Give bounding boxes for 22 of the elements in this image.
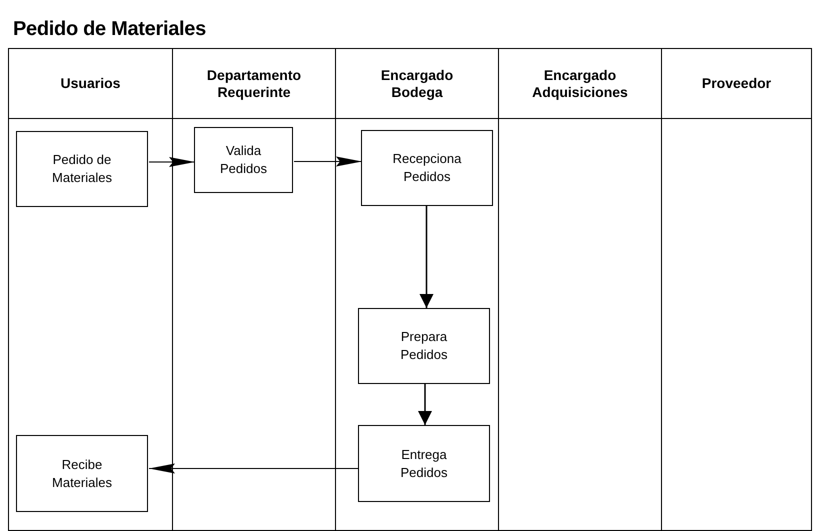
swimlane [661,48,812,531]
arrow [148,157,196,167]
arrow [420,206,434,308]
swimlane [8,48,173,531]
arrow [148,464,360,474]
process-box: Entrega Pedidos [358,425,490,502]
lane-header: Usuarios [9,49,172,119]
lane-header: Departamento Requerinte [173,49,335,119]
lane-header: Proveedor [662,49,811,119]
process-box: Recibe Materiales [16,435,148,512]
swimlane [335,48,499,531]
process-box: Pedido de Materiales [16,131,148,207]
process-box: Valida Pedidos [194,127,293,193]
arrow [294,156,362,166]
lane-header: Encargado Bodega [336,49,498,119]
swimlane [172,48,336,531]
swimlane [498,48,662,531]
diagram-title: Pedido de Materiales [13,18,206,41]
process-box: Recepciona Pedidos [361,130,493,206]
arrow [418,384,432,425]
lane-header: Encargado Adquisiciones [499,49,661,119]
process-box: Prepara Pedidos [358,308,490,384]
